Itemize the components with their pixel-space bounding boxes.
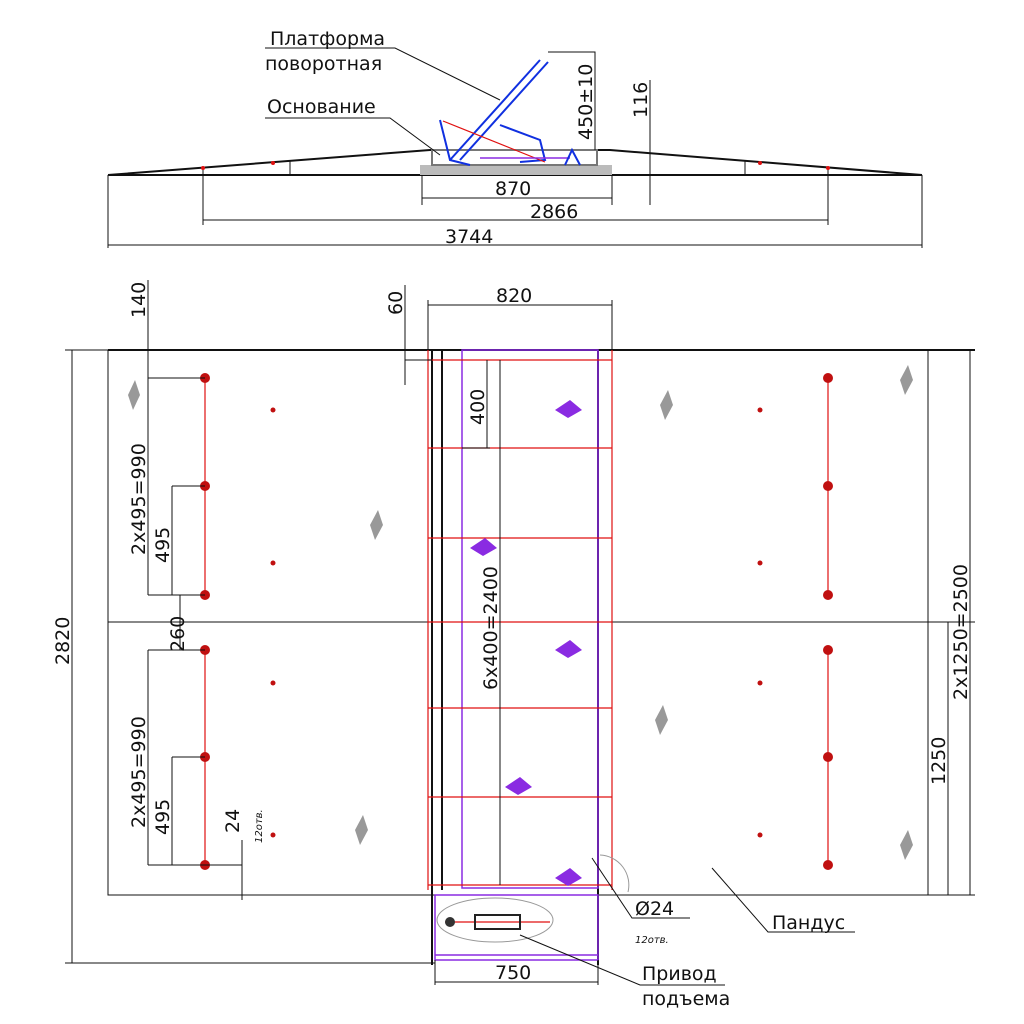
surface-texture <box>128 365 913 886</box>
dim-60: 60 <box>385 291 407 315</box>
dim-140: 140 <box>128 282 150 318</box>
dim-2866: 2866 <box>530 201 578 223</box>
dim-750: 750 <box>495 962 531 984</box>
label-drive-1: Привод <box>642 963 717 985</box>
leader-base <box>265 117 441 156</box>
dim-870: 870 <box>495 178 531 200</box>
dim-d24: Ø24 <box>635 898 674 920</box>
dim-450: 450±10 <box>575 64 597 140</box>
side-view: Платформа поворотная Основание 450±10 11… <box>107 28 923 248</box>
dim-495-lower: 495 <box>152 799 174 835</box>
leader-hole <box>591 857 690 919</box>
turning-platform-mechanism <box>439 59 581 166</box>
label-base: Основание <box>267 96 376 118</box>
dim-260: 260 <box>167 616 189 652</box>
dim-2x1250: 2x1250=2500 <box>950 564 972 700</box>
dim-3744: 3744 <box>445 226 493 248</box>
dim-2x495-lower: 2x495=990 <box>128 716 150 828</box>
dimension-lines <box>65 280 971 986</box>
label-platform-1: Платформа <box>270 28 385 50</box>
dim-495-upper: 495 <box>152 527 174 563</box>
leader-drive <box>519 934 725 986</box>
dim-6x400: 6x400=2400 <box>480 566 502 690</box>
base-frame <box>420 165 612 175</box>
dim-116: 116 <box>630 82 652 118</box>
leader-platform <box>265 47 501 101</box>
leader-ramp <box>711 867 855 933</box>
dim-2x495-upper: 2x495=990 <box>128 443 150 555</box>
dim-400: 400 <box>467 389 489 425</box>
plan-view: 820 140 60 400 2x495=990 495 260 2x495=9… <box>52 280 975 1010</box>
label-ramp: Пандус <box>772 912 845 934</box>
label-drive-2: подъема <box>642 988 730 1010</box>
drive-outline <box>436 897 554 943</box>
dim-1250: 1250 <box>928 737 950 785</box>
dim-2820: 2820 <box>52 617 74 665</box>
dim-820: 820 <box>496 285 532 307</box>
dim-d24-note: 12отв. <box>635 935 669 946</box>
lift-channel <box>427 349 613 965</box>
dim-24: 24 <box>222 809 244 833</box>
dim-24-note: 12отв. <box>254 809 265 843</box>
right-ramp <box>595 149 923 176</box>
label-platform-2: поворотная <box>265 53 382 75</box>
